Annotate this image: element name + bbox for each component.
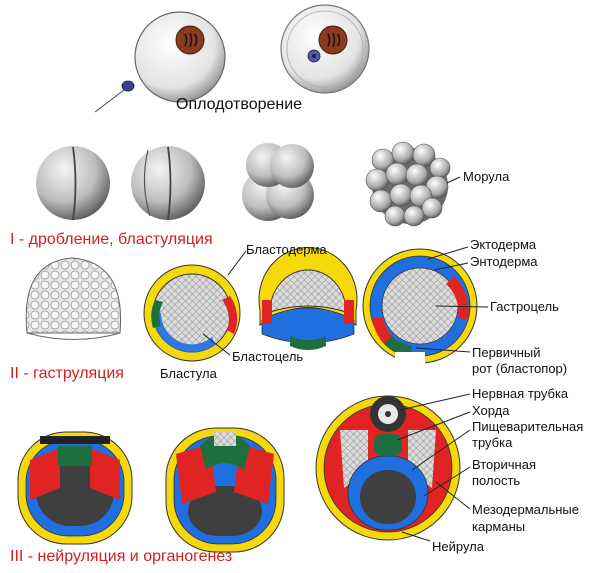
neurula-early [17,431,133,545]
stage-3-title: III - нейруляция и органогенез [10,548,233,565]
fertilization-label: Оплодотворение [176,96,303,113]
chorda-label: Хорда [472,403,510,418]
blastula-section [143,264,241,362]
morula [365,141,451,227]
primary-mouth-label-1: Первичный [472,345,541,360]
neurula-late [315,395,461,541]
stage-1-title: I - дробление, бластуляция [10,231,213,248]
cleavage-8-cells [242,143,314,221]
blastoderm-label: Бластодерма [246,242,327,257]
blastula-exterior [25,257,122,340]
secondary-cavity-label-1: Вторичная [472,457,536,472]
mesoderm-pockets-label-1: Мезодермальные [472,502,580,517]
neurula-middle [165,427,285,553]
stage-2-title: II - гаструляция [10,365,124,382]
fertilization-egg-1 [94,11,226,113]
blastula-label: Бластула [160,366,217,381]
fertilization-egg-2 [280,4,370,94]
neurula-label: Нейрула [432,539,484,554]
endoderm-label: Энтодерма [470,254,538,269]
cleavage-2-cells [36,146,110,221]
early-gastrula [258,247,358,350]
gastrocoel-label: Гастроцель [490,299,559,314]
digestive-tube-label-1: Пищеварительная [472,419,584,434]
cleavage-4-cells [131,146,205,221]
digestive-tube-label-2: трубка [472,435,513,450]
late-gastrula [362,248,478,366]
ectoderm-label: Эктодерма [470,237,537,252]
morula-label: Морула [463,169,510,184]
blastocoel-label: Бластоцель [232,349,304,364]
mesoderm-pockets-label-2: карманы [472,519,526,534]
secondary-cavity-label-2: полость [472,473,521,488]
neural-tube-label: Нервная трубка [472,386,569,401]
primary-mouth-label-2: рот (бластопор) [472,361,568,376]
